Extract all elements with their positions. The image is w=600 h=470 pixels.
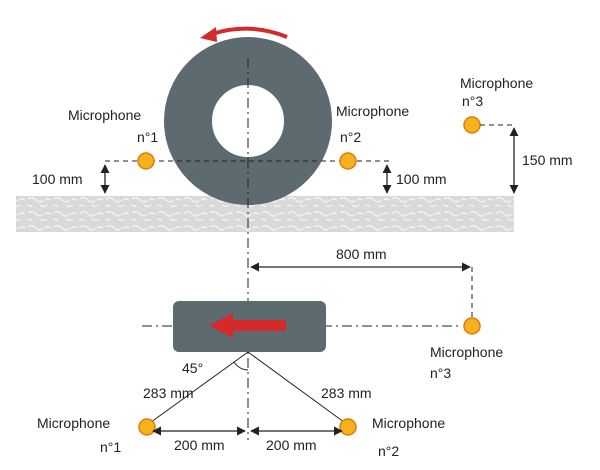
rotation-arrowhead-icon: [200, 27, 217, 42]
rotation-arrow-icon: [211, 26, 288, 39]
dim-left-100-label: 100 mm: [32, 171, 83, 187]
diagonal-line-to-mic1: [146, 351, 249, 426]
top-mic2-num: n°2: [340, 129, 361, 145]
angle-45-label: 45°: [182, 360, 203, 376]
top-microphone-1: [137, 152, 155, 170]
dim-800-label: 800 mm: [336, 246, 387, 262]
angle-arc: [233, 361, 249, 371]
dist-283-left-label: 283 mm: [143, 385, 194, 401]
bottom-microphone-1: [138, 418, 156, 436]
top-mic1-word: Microphone: [68, 107, 141, 123]
bottom-mic2-num: n°2: [378, 443, 399, 459]
bottom-mic1-num: n°1: [100, 439, 121, 455]
bottom-mic3-word: Microphone: [430, 344, 503, 360]
dim-150-label: 150 mm: [522, 152, 573, 168]
top-microphone-3: [463, 116, 481, 134]
dim-right-100-label: 100 mm: [396, 171, 447, 187]
dim-200-left-label: 200 mm: [174, 437, 225, 453]
direction-arrow-icon: [209, 313, 233, 338]
dist-283-right-label: 283 mm: [321, 385, 372, 401]
bottom-mic2-word: Microphone: [372, 415, 445, 431]
top-mic3-word: Microphone: [460, 75, 533, 91]
bottom-microphone-2: [339, 418, 357, 436]
dim-200-right-label: 200 mm: [266, 437, 317, 453]
top-mic3-num: n°3: [462, 93, 483, 109]
top-mic1-num: n°1: [137, 129, 158, 145]
bottom-mic3-num: n°3: [430, 365, 451, 381]
top-microphone-2: [339, 152, 357, 170]
bottom-mic1-word: Microphone: [37, 415, 110, 431]
top-mic2-word: Microphone: [336, 103, 409, 119]
bottom-microphone-3: [463, 317, 481, 335]
diagonal-line-to-mic2: [247, 351, 349, 426]
direction-arrow-shaft: [228, 320, 286, 331]
